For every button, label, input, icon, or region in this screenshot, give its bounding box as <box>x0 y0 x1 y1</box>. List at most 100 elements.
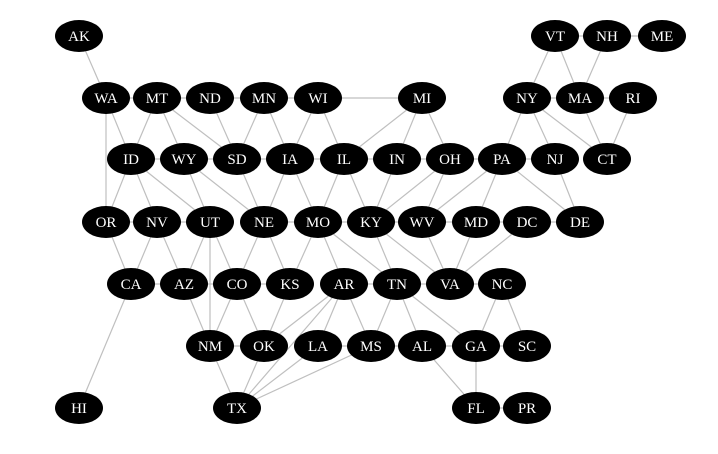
node-shape <box>609 82 657 114</box>
node-shape <box>503 82 551 114</box>
node-md: MD <box>452 206 500 238</box>
node-label: NC <box>492 277 513 293</box>
node-shape <box>478 268 526 300</box>
node-nc: NC <box>478 268 526 300</box>
node-label: VA <box>440 277 460 293</box>
node-va: VA <box>426 268 474 300</box>
node-shape <box>82 82 130 114</box>
node-ga: GA <box>452 330 500 362</box>
node-shape <box>503 330 551 362</box>
node-al: AL <box>398 330 446 362</box>
node-or: OR <box>82 206 130 238</box>
node-label: ND <box>199 91 221 107</box>
node-ak: AK <box>55 20 103 52</box>
node-label: OR <box>96 215 117 231</box>
node-label: WV <box>410 215 435 231</box>
node-shape <box>160 268 208 300</box>
node-shape <box>531 143 579 175</box>
node-pr: PR <box>503 392 551 424</box>
node-label: AK <box>68 29 90 45</box>
node-wv: WV <box>398 206 446 238</box>
node-shape <box>240 206 288 238</box>
node-label: HI <box>71 401 87 417</box>
node-shape <box>426 268 474 300</box>
node-shape <box>347 330 395 362</box>
node-shape <box>82 206 130 238</box>
node-label: MD <box>464 215 488 231</box>
node-ma: MA <box>556 82 604 114</box>
node-label: NY <box>516 91 538 107</box>
node-label: MN <box>252 91 276 107</box>
node-shape <box>373 143 421 175</box>
node-label: SC <box>518 339 536 355</box>
node-shape <box>266 143 314 175</box>
node-label: AZ <box>174 277 194 293</box>
node-shape <box>133 206 181 238</box>
node-label: NE <box>254 215 274 231</box>
node-label: OK <box>253 339 275 355</box>
node-shape <box>294 330 342 362</box>
node-shape <box>186 82 234 114</box>
node-label: PR <box>518 401 536 417</box>
node-ne: NE <box>240 206 288 238</box>
node-ct: CT <box>583 143 631 175</box>
node-az: AZ <box>160 268 208 300</box>
node-co: CO <box>213 268 261 300</box>
node-shape <box>503 392 551 424</box>
node-shape <box>347 206 395 238</box>
node-wy: WY <box>160 143 208 175</box>
node-shape <box>583 20 631 52</box>
node-label: IL <box>337 152 351 168</box>
node-shape <box>556 206 604 238</box>
node-label: ID <box>123 152 139 168</box>
node-label: VT <box>545 29 565 45</box>
node-shape <box>452 330 500 362</box>
node-shape <box>320 268 368 300</box>
node-shape <box>398 206 446 238</box>
node-shape <box>186 206 234 238</box>
node-mn: MN <box>240 82 288 114</box>
node-label: GA <box>465 339 487 355</box>
node-in: IN <box>373 143 421 175</box>
node-oh: OH <box>426 143 474 175</box>
node-label: MS <box>360 339 382 355</box>
node-ri: RI <box>609 82 657 114</box>
node-shape <box>426 143 474 175</box>
node-ia: IA <box>266 143 314 175</box>
node-la: LA <box>294 330 342 362</box>
node-de: DE <box>556 206 604 238</box>
node-label: KS <box>280 277 299 293</box>
node-me: ME <box>638 20 686 52</box>
node-label: CA <box>121 277 142 293</box>
node-shape <box>240 82 288 114</box>
node-label: FL <box>467 401 485 417</box>
node-wa: WA <box>82 82 130 114</box>
node-label: LA <box>308 339 328 355</box>
node-shape <box>160 143 208 175</box>
node-shape <box>213 268 261 300</box>
node-wi: WI <box>294 82 342 114</box>
node-ny: NY <box>503 82 551 114</box>
node-shape <box>213 392 261 424</box>
node-mo: MO <box>294 206 342 238</box>
node-shape <box>583 143 631 175</box>
node-tn: TN <box>373 268 421 300</box>
node-label: ME <box>651 29 674 45</box>
node-mi: MI <box>398 82 446 114</box>
node-label: WY <box>172 152 197 168</box>
node-fl: FL <box>452 392 500 424</box>
node-label: RI <box>626 91 641 107</box>
node-nv: NV <box>133 206 181 238</box>
node-label: NH <box>596 29 618 45</box>
node-mt: MT <box>133 82 181 114</box>
node-shape <box>294 206 342 238</box>
node-label: TX <box>227 401 247 417</box>
node-ca: CA <box>107 268 155 300</box>
node-shape <box>452 392 500 424</box>
node-label: AL <box>412 339 432 355</box>
node-id: ID <box>107 143 155 175</box>
node-label: MI <box>413 91 431 107</box>
node-shape <box>294 82 342 114</box>
